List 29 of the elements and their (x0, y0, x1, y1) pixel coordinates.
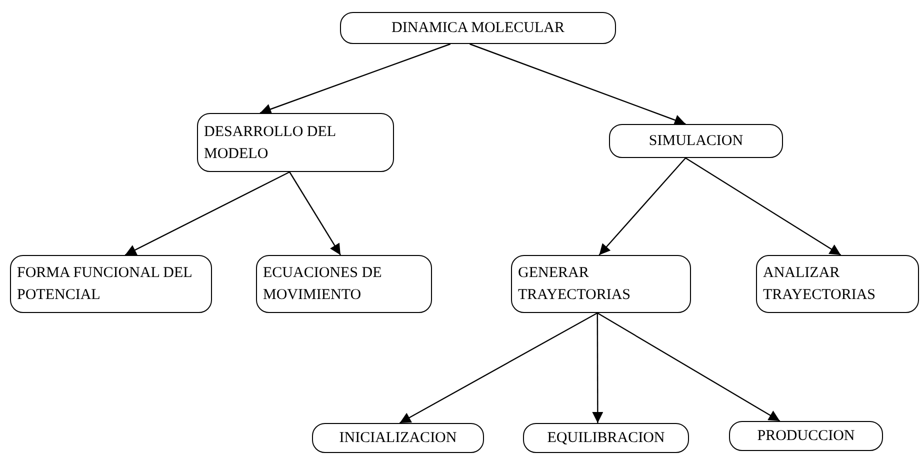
arrow (124, 171, 290, 256)
arrow (592, 313, 604, 423)
node-label: GENERAR TRAYECTORIAS (518, 264, 632, 305)
rounded-box (609, 124, 783, 158)
arrow (470, 43, 686, 126)
rounded-box (756, 255, 919, 313)
arrow (260, 43, 451, 114)
arrow (685, 158, 842, 256)
rounded-box (340, 12, 616, 44)
arrow (399, 312, 598, 424)
node-label: INICIALIZACION (339, 429, 457, 448)
rounded-box (256, 255, 432, 313)
node-label: ANALIZAR TRAYECTORIAS (763, 264, 877, 305)
rounded-box (511, 255, 691, 313)
arrow (597, 312, 780, 422)
arrow (289, 172, 341, 256)
node-label: DINAMICA MOLECULAR (392, 19, 564, 38)
node-label: PRODUCCION (757, 427, 855, 446)
node-label: SIMULACION (648, 132, 744, 151)
node-label: DESARROLLO DEL MODELO (204, 122, 337, 164)
rounded-box (10, 255, 212, 313)
node-label: EQUILIBRACION (547, 429, 665, 448)
rounded-box (523, 423, 689, 453)
node-label: FORMA FUNCIONAL DEL POTENCIAL (17, 264, 193, 305)
arrow (598, 158, 686, 256)
rounded-box (729, 421, 883, 451)
rounded-box (197, 113, 394, 172)
node-label: ECUACIONES DE MOVIMIENTO (263, 264, 383, 305)
rounded-box (312, 423, 484, 453)
